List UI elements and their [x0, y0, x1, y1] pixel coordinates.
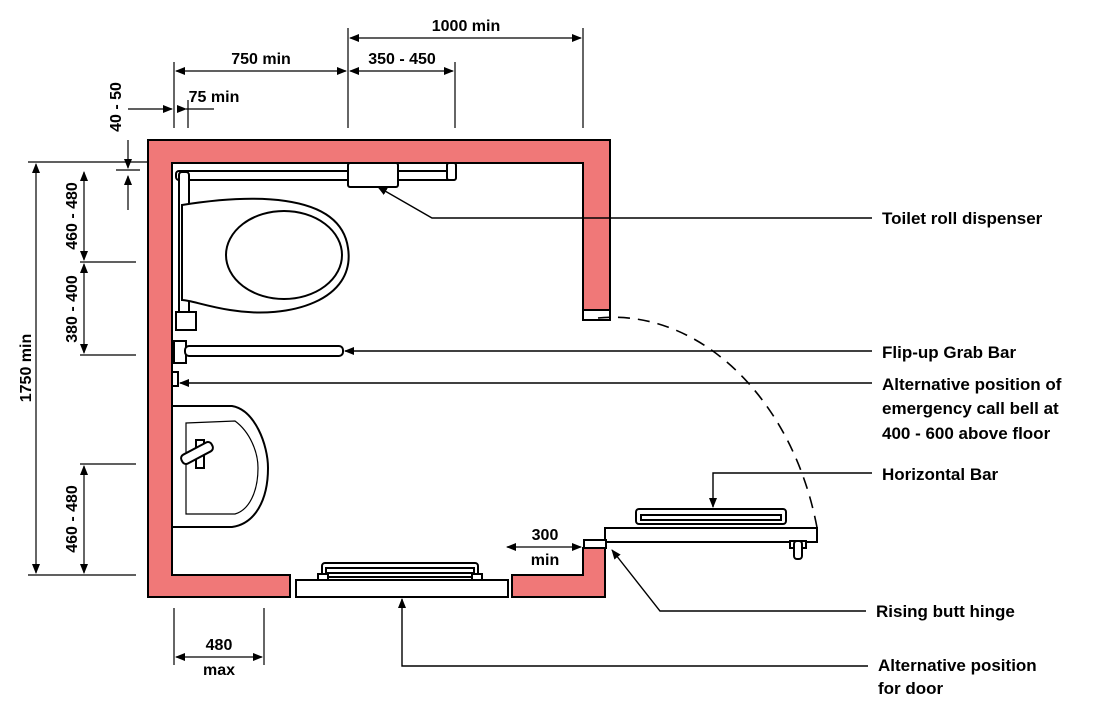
dim-300-min: min — [531, 552, 559, 569]
dim-1000: 1000 min — [432, 18, 500, 35]
call-bell-marker — [171, 371, 179, 387]
alt-door-bar-mount-left — [317, 573, 329, 581]
dim-480-max: max — [203, 662, 235, 679]
label-alt-bell-2: emergency call bell at — [882, 399, 1059, 418]
alt-door-sill — [295, 579, 509, 598]
dim-1750: 1750 min — [18, 334, 35, 402]
dim-380-400: 380 - 400 — [64, 275, 81, 343]
dim-75: 75 min — [189, 89, 240, 106]
label-alt-bell-3: 400 - 600 above floor — [882, 424, 1051, 443]
leader-toilet-roll — [377, 186, 872, 219]
dim-480: 480 — [206, 637, 233, 654]
label-horizontal-bar: Horizontal Bar — [882, 465, 999, 484]
door-handle — [793, 540, 803, 560]
label-flip-bar: Flip-up Grab Bar — [882, 343, 1017, 362]
flip-up-grab-bar — [184, 345, 344, 357]
dim-40-50-top: 40 - 50 — [108, 82, 125, 132]
door-stop — [582, 309, 611, 321]
leader-horizontal-bar — [709, 472, 872, 508]
wash-basin — [171, 405, 270, 528]
rising-butt-hinge — [583, 539, 607, 549]
label-rising-hinge: Rising butt hinge — [876, 602, 1015, 621]
label-alt-door-1: Alternative position — [878, 656, 1037, 675]
horizontal-bar-inner — [640, 514, 782, 521]
dim-460-480-bottom: 460 - 480 — [64, 485, 81, 553]
door-swing-arc — [597, 316, 819, 534]
alt-door-bar-mount-right — [471, 573, 483, 581]
wc-seat — [225, 210, 343, 300]
label-alt-bell-1: Alternative position of — [882, 375, 1062, 394]
wall-grab-rail — [175, 170, 457, 181]
label-alt-door-2: for door — [878, 679, 944, 698]
dim-460-480-top: 460 - 480 — [64, 182, 81, 250]
leader-rising-hinge — [611, 549, 866, 612]
wall-grab-rail-end — [446, 162, 457, 181]
label-toilet-roll: Toilet roll dispenser — [882, 209, 1043, 228]
alt-door-bar-inner — [325, 567, 475, 574]
door-leaf — [604, 527, 818, 543]
dim-350-450: 350 - 450 — [368, 51, 436, 68]
wc-cistern-base — [175, 311, 197, 331]
room-walls — [147, 139, 611, 598]
wash-basin-bowl — [185, 420, 259, 515]
dim-750: 750 min — [231, 51, 291, 68]
toilet-roll-dispenser — [347, 162, 399, 188]
basin-tap-lever — [180, 441, 214, 465]
dim-300: 300 — [532, 527, 559, 544]
leader-alt-door — [398, 598, 868, 667]
